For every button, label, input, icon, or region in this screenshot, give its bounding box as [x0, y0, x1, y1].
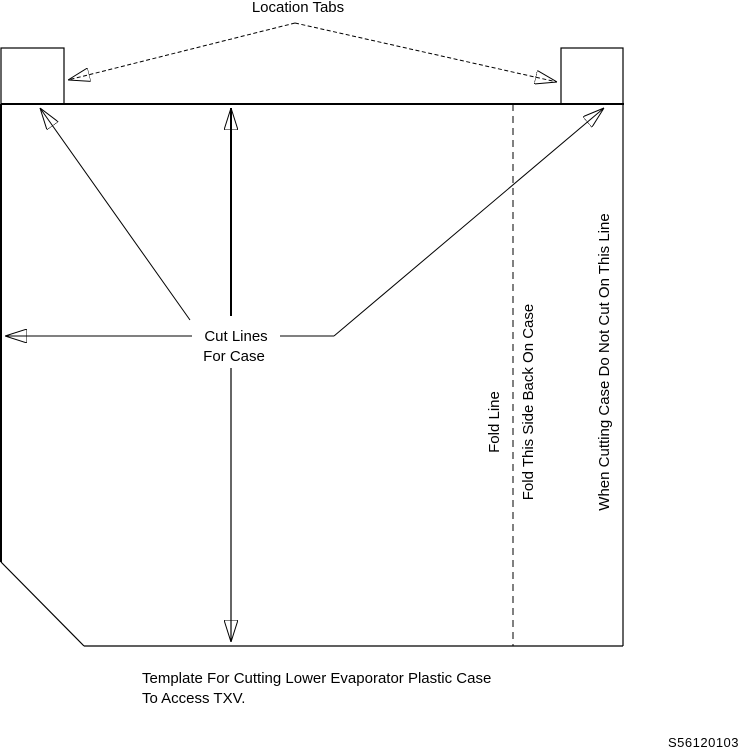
- fold-side-label: Fold This Side Back On Case: [520, 304, 537, 500]
- cut-lines-arrow-tab-right: [333, 108, 604, 337]
- figure-code: S56120103: [668, 735, 740, 750]
- location-tab-right: [560, 47, 624, 105]
- location-tabs-label: Location Tabs: [252, 0, 344, 16]
- caption-line-2: To Access TXV.: [142, 690, 246, 707]
- cut-lines-label-line1: Cut Lines: [204, 328, 267, 345]
- cut-warning-label: When Cutting Case Do Not Cut On This Lin…: [596, 213, 613, 510]
- cut-lines-arrow-tab-left: [40, 108, 191, 321]
- caption-line-1: Template For Cutting Lower Evaporator Pl…: [142, 670, 492, 687]
- fold-line-label: Fold Line: [486, 391, 503, 453]
- location-tabs-arrow-left: [68, 22, 296, 80]
- template-corner-cut: [0, 561, 85, 647]
- location-tabs-arrow-right: [294, 22, 557, 82]
- cut-lines-label-line2: For Case: [203, 348, 265, 365]
- location-tab-left: [0, 47, 65, 105]
